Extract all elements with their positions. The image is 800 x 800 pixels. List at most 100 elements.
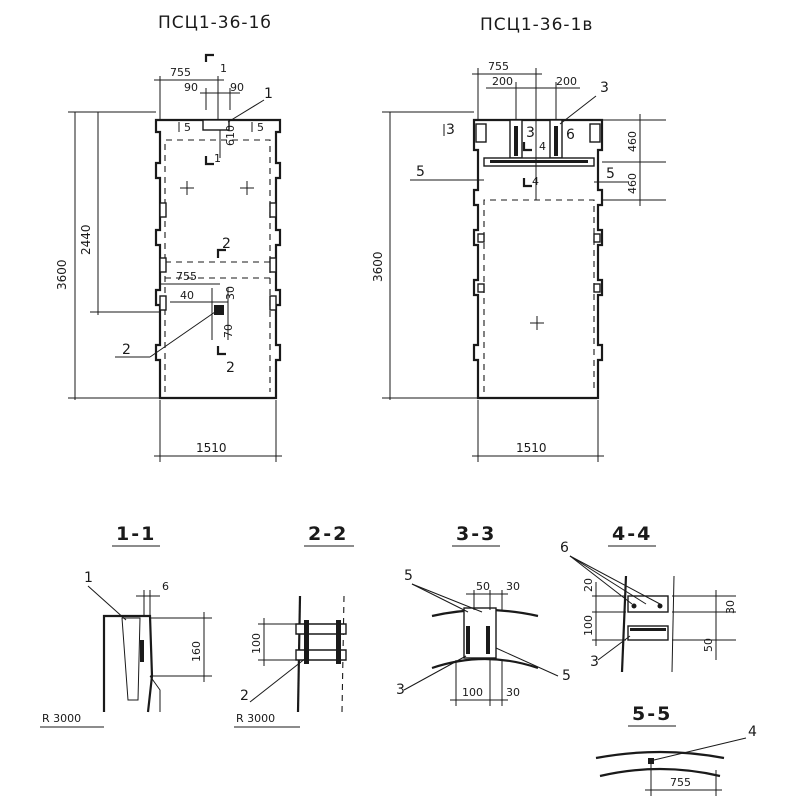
cut-mark-2-bottom-label: 2 bbox=[226, 360, 235, 376]
dim-1510-left: 1510 bbox=[196, 441, 227, 455]
section-2-2-radius: R 3000 bbox=[236, 712, 275, 725]
section-5-5-arc-bottom bbox=[599, 767, 721, 778]
section-1-1-pos: 1 bbox=[84, 570, 93, 586]
panel-right-edge-plate bbox=[475, 123, 487, 143]
section-1-1-insert bbox=[121, 617, 141, 701]
pos-3-leader bbox=[559, 95, 597, 125]
panel-right-crossbar-core bbox=[490, 160, 588, 163]
section-4-4-dim-30: 30 bbox=[724, 600, 737, 614]
section-5-5-plate bbox=[648, 758, 654, 764]
section-3-3-pos-5-bottom: 5 bbox=[562, 668, 571, 684]
section-4-4-dim-20: 20 bbox=[582, 578, 595, 592]
dim-200-right: 200 bbox=[556, 75, 577, 88]
dim-200-left: 200 bbox=[492, 75, 513, 88]
section-1-1-radius: R 3000 bbox=[42, 712, 81, 725]
section-3-3-dim-30-top: 30 bbox=[506, 580, 520, 593]
section-5-5-pos-4-leader bbox=[653, 737, 747, 761]
section-4-4-block bbox=[627, 595, 669, 613]
section-4-4-pos-6-leader-3 bbox=[569, 555, 661, 605]
cut-mark-4-label: 4 bbox=[532, 175, 539, 188]
view-5-left-label: 5 bbox=[184, 121, 191, 134]
section-4-4-pos-6-leader bbox=[569, 555, 633, 605]
panel-left: ПСЦ1-36-1б 1 1 2 2 bbox=[55, 13, 282, 462]
section-1-1-plate bbox=[140, 640, 144, 662]
dim-3600-right: 3600 bbox=[371, 251, 385, 282]
section-3-3-dim-50: 50 bbox=[476, 580, 490, 593]
panel-right-post-core bbox=[514, 126, 518, 156]
section-1-1-title: 1-1 bbox=[116, 523, 156, 545]
section-4-4-title: 4-4 bbox=[612, 523, 652, 545]
section-3-3-pos-5b-leader bbox=[495, 647, 559, 677]
section-4-4-wall bbox=[620, 575, 628, 673]
section-4-4-wall-2 bbox=[671, 575, 675, 673]
panel-right-title: ПСЦ1-36-1в bbox=[480, 15, 593, 35]
cut-mark-1-bottom-label: 1 bbox=[214, 152, 221, 165]
pos-1-leader bbox=[227, 99, 265, 123]
section-5-5: 5-5 755 4 bbox=[595, 703, 757, 796]
section-5-5-dim-755: 755 bbox=[670, 776, 691, 789]
section-5-5-pos-4: 4 bbox=[748, 724, 757, 740]
panel-left-mid-plate bbox=[214, 305, 224, 315]
section-2-2-plate-2 bbox=[336, 620, 341, 664]
panel-left-title: ПСЦ1-36-1б bbox=[158, 13, 272, 33]
section-4-4-dim-100: 100 bbox=[582, 615, 595, 636]
section-1-1-dim-6: 6 bbox=[162, 580, 169, 593]
pos-2-label: 2 bbox=[122, 342, 131, 358]
panel-right-edge-insert bbox=[477, 233, 485, 243]
panel-left-outline bbox=[154, 118, 282, 400]
cut-mark-4-top-label: 4 bbox=[539, 140, 546, 153]
cut-mark-3-left-label: 3 bbox=[446, 122, 455, 138]
section-4-4-pos-3-leader bbox=[597, 635, 631, 661]
section-5-5-title: 5-5 bbox=[632, 703, 672, 725]
cut-mark-3-top bbox=[522, 142, 532, 152]
section-3-3: 3-3 50 30 100 30 5 5 3 bbox=[396, 523, 571, 706]
panel-left-edge-insert-4 bbox=[269, 257, 277, 273]
dim-90-right: 90 bbox=[230, 81, 244, 94]
cut-mark-4 bbox=[522, 178, 532, 188]
section-1-1-edge bbox=[149, 675, 161, 712]
cut-mark-2-top-label: 2 bbox=[222, 236, 231, 252]
panel-right-edge-insert-4 bbox=[593, 283, 601, 293]
section-1-1: 1-1 6 160 1 R 3000 bbox=[40, 523, 212, 728]
section-3-3-dim-100: 100 bbox=[462, 686, 483, 699]
section-3-3-pos-5-top: 5 bbox=[404, 568, 413, 584]
panel-right-inner-contour bbox=[483, 199, 595, 392]
panel-left-edge-insert-3 bbox=[159, 257, 167, 273]
section-3-3-dim-30-bottom: 30 bbox=[506, 686, 520, 699]
section-3-3-title: 3-3 bbox=[456, 523, 496, 545]
panel-left-edge-insert-6 bbox=[269, 295, 277, 311]
section-4-4-pos-6-leader-2 bbox=[569, 555, 647, 605]
dim-610: 610 bbox=[224, 125, 237, 146]
view-5-right-label: 5 bbox=[257, 121, 264, 134]
section-2-2-title: 2-2 bbox=[308, 523, 348, 545]
dim-90-left: 90 bbox=[184, 81, 198, 94]
section-2-2: 2-2 100 2 R 3000 bbox=[234, 523, 354, 728]
panel-left-top-plate bbox=[202, 119, 230, 131]
panel-left-edge-insert-2 bbox=[269, 202, 277, 218]
pos-5-left-label: 5 bbox=[416, 164, 425, 180]
dim-755-mid: 755 bbox=[176, 270, 197, 283]
panel-right: ПСЦ1-36-1в 3 3 4 4 3 6 5 bbox=[371, 15, 666, 462]
section-4-4-bolt-2 bbox=[657, 603, 663, 609]
dim-755-right: 755 bbox=[488, 60, 509, 73]
section-1-1-dim-160: 160 bbox=[190, 641, 203, 662]
section-3-3-pos-3-leader bbox=[403, 655, 467, 691]
cut-mark-2-top bbox=[216, 248, 226, 258]
panel-left-edge-insert-5 bbox=[159, 295, 167, 311]
section-2-2-plate bbox=[304, 620, 309, 664]
dim-755-top: 755 bbox=[170, 66, 191, 79]
panel-right-lift-mark bbox=[530, 316, 544, 330]
section-3-3-plate-2 bbox=[486, 626, 490, 654]
panel-right-edge-plate-2 bbox=[589, 123, 601, 143]
pos-3-label: 3 bbox=[600, 80, 609, 96]
section-4-4-pos-6: 6 bbox=[560, 540, 569, 556]
dim-30-mid: 30 bbox=[224, 286, 237, 300]
cut-mark-1-top-label: 1 bbox=[220, 62, 227, 75]
section-4-4-dim-50: 50 bbox=[702, 638, 715, 652]
pos-2-leader bbox=[149, 311, 216, 358]
section-3-3-pos-3: 3 bbox=[396, 682, 405, 698]
section-5-5-arc-top bbox=[595, 750, 725, 760]
section-4-4-bolt bbox=[631, 603, 637, 609]
section-2-2-pos: 2 bbox=[240, 688, 249, 704]
